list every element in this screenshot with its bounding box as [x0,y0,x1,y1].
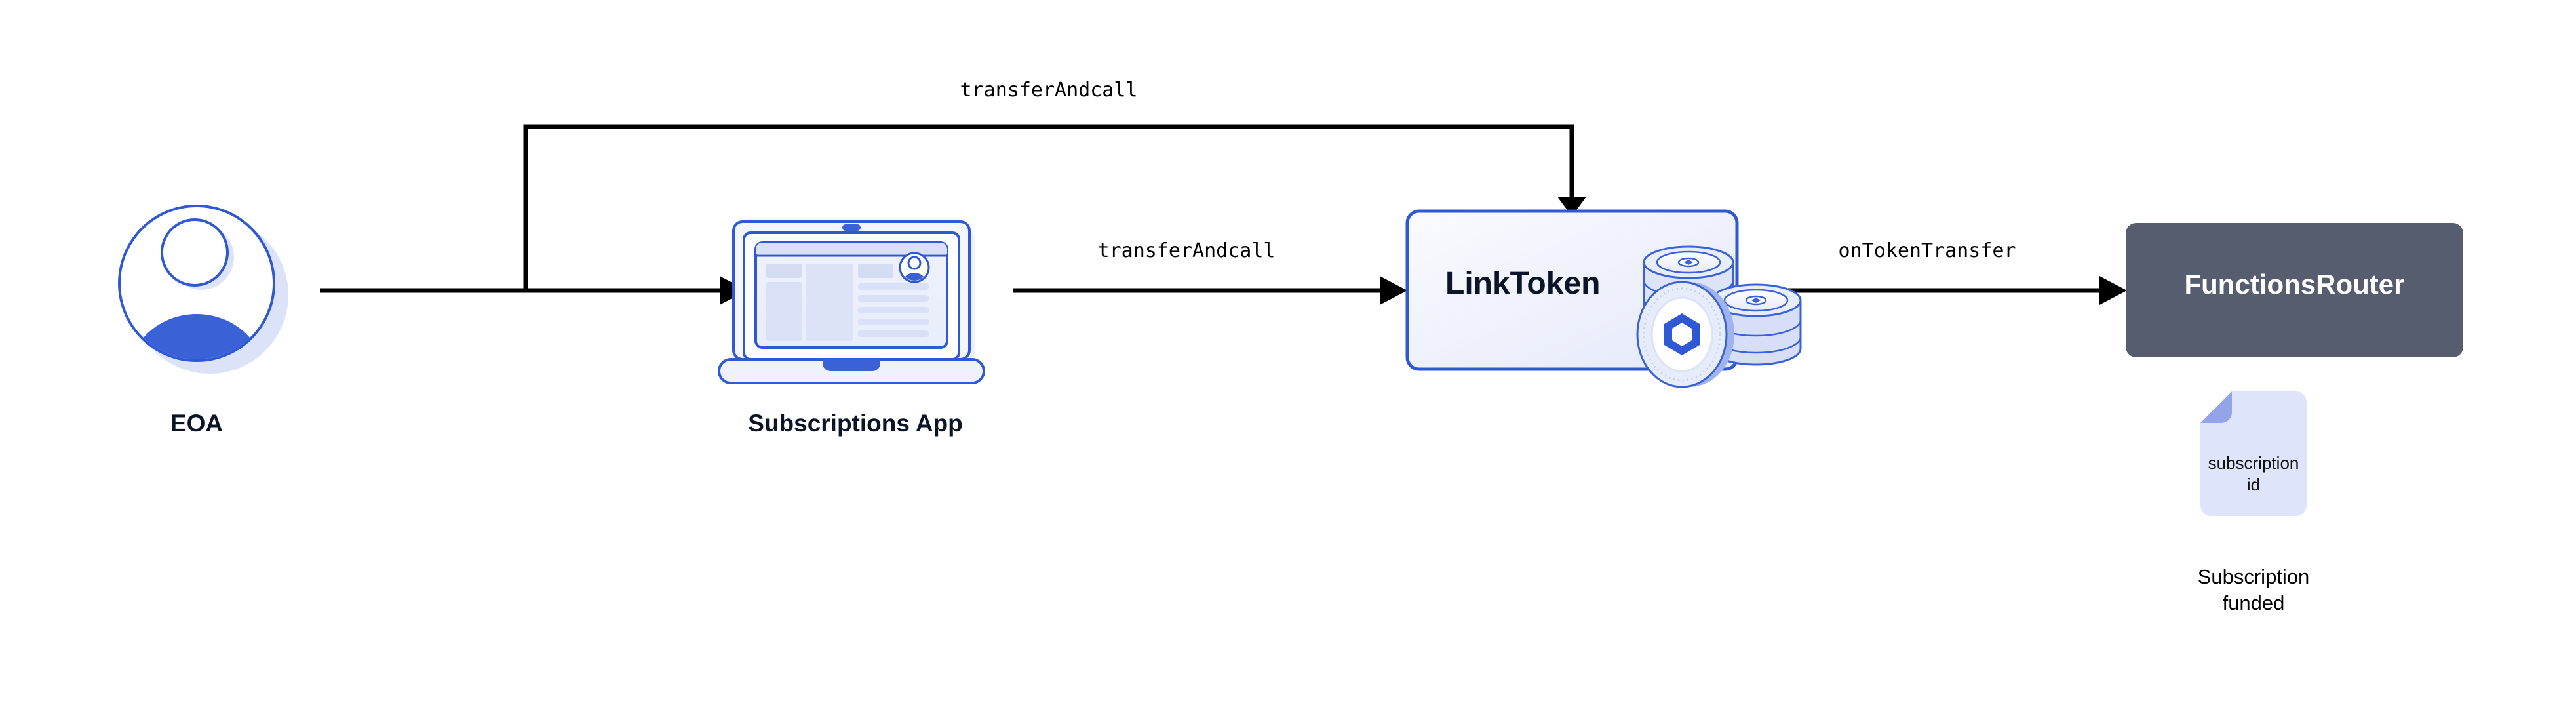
edge-label-eoa-to-link-top: transferAndcall [960,79,1138,102]
edge-label-link-to-router: onTokenTransfer [1838,239,2016,262]
edge-link-to-router [1744,276,2127,305]
subscription-funded-caption: Subscription funded [2197,565,2310,615]
edge-label-app-to-link: transferAndcall [1097,239,1276,262]
laptop-icon [718,220,985,384]
functions-router-label: FunctionsRouter [2184,269,2405,300]
app-avatar-icon [899,252,930,283]
document-icon [2200,391,2307,516]
chainlink-logo-coin [1636,281,1734,388]
subscription-id-text: subscription id [2208,453,2299,494]
functions-router-box[interactable] [2126,223,2463,357]
user-avatar-icon [118,205,288,374]
eoa-label: EOA [170,410,224,437]
link-coin-stack-icon [1636,245,1802,388]
edge-app-to-link [1013,276,1407,305]
link-token-label: LinkToken [1445,266,1601,301]
edge-eoa-to-link-top [523,124,1586,290]
subscriptions-app-label: Subscriptions App [748,410,963,437]
